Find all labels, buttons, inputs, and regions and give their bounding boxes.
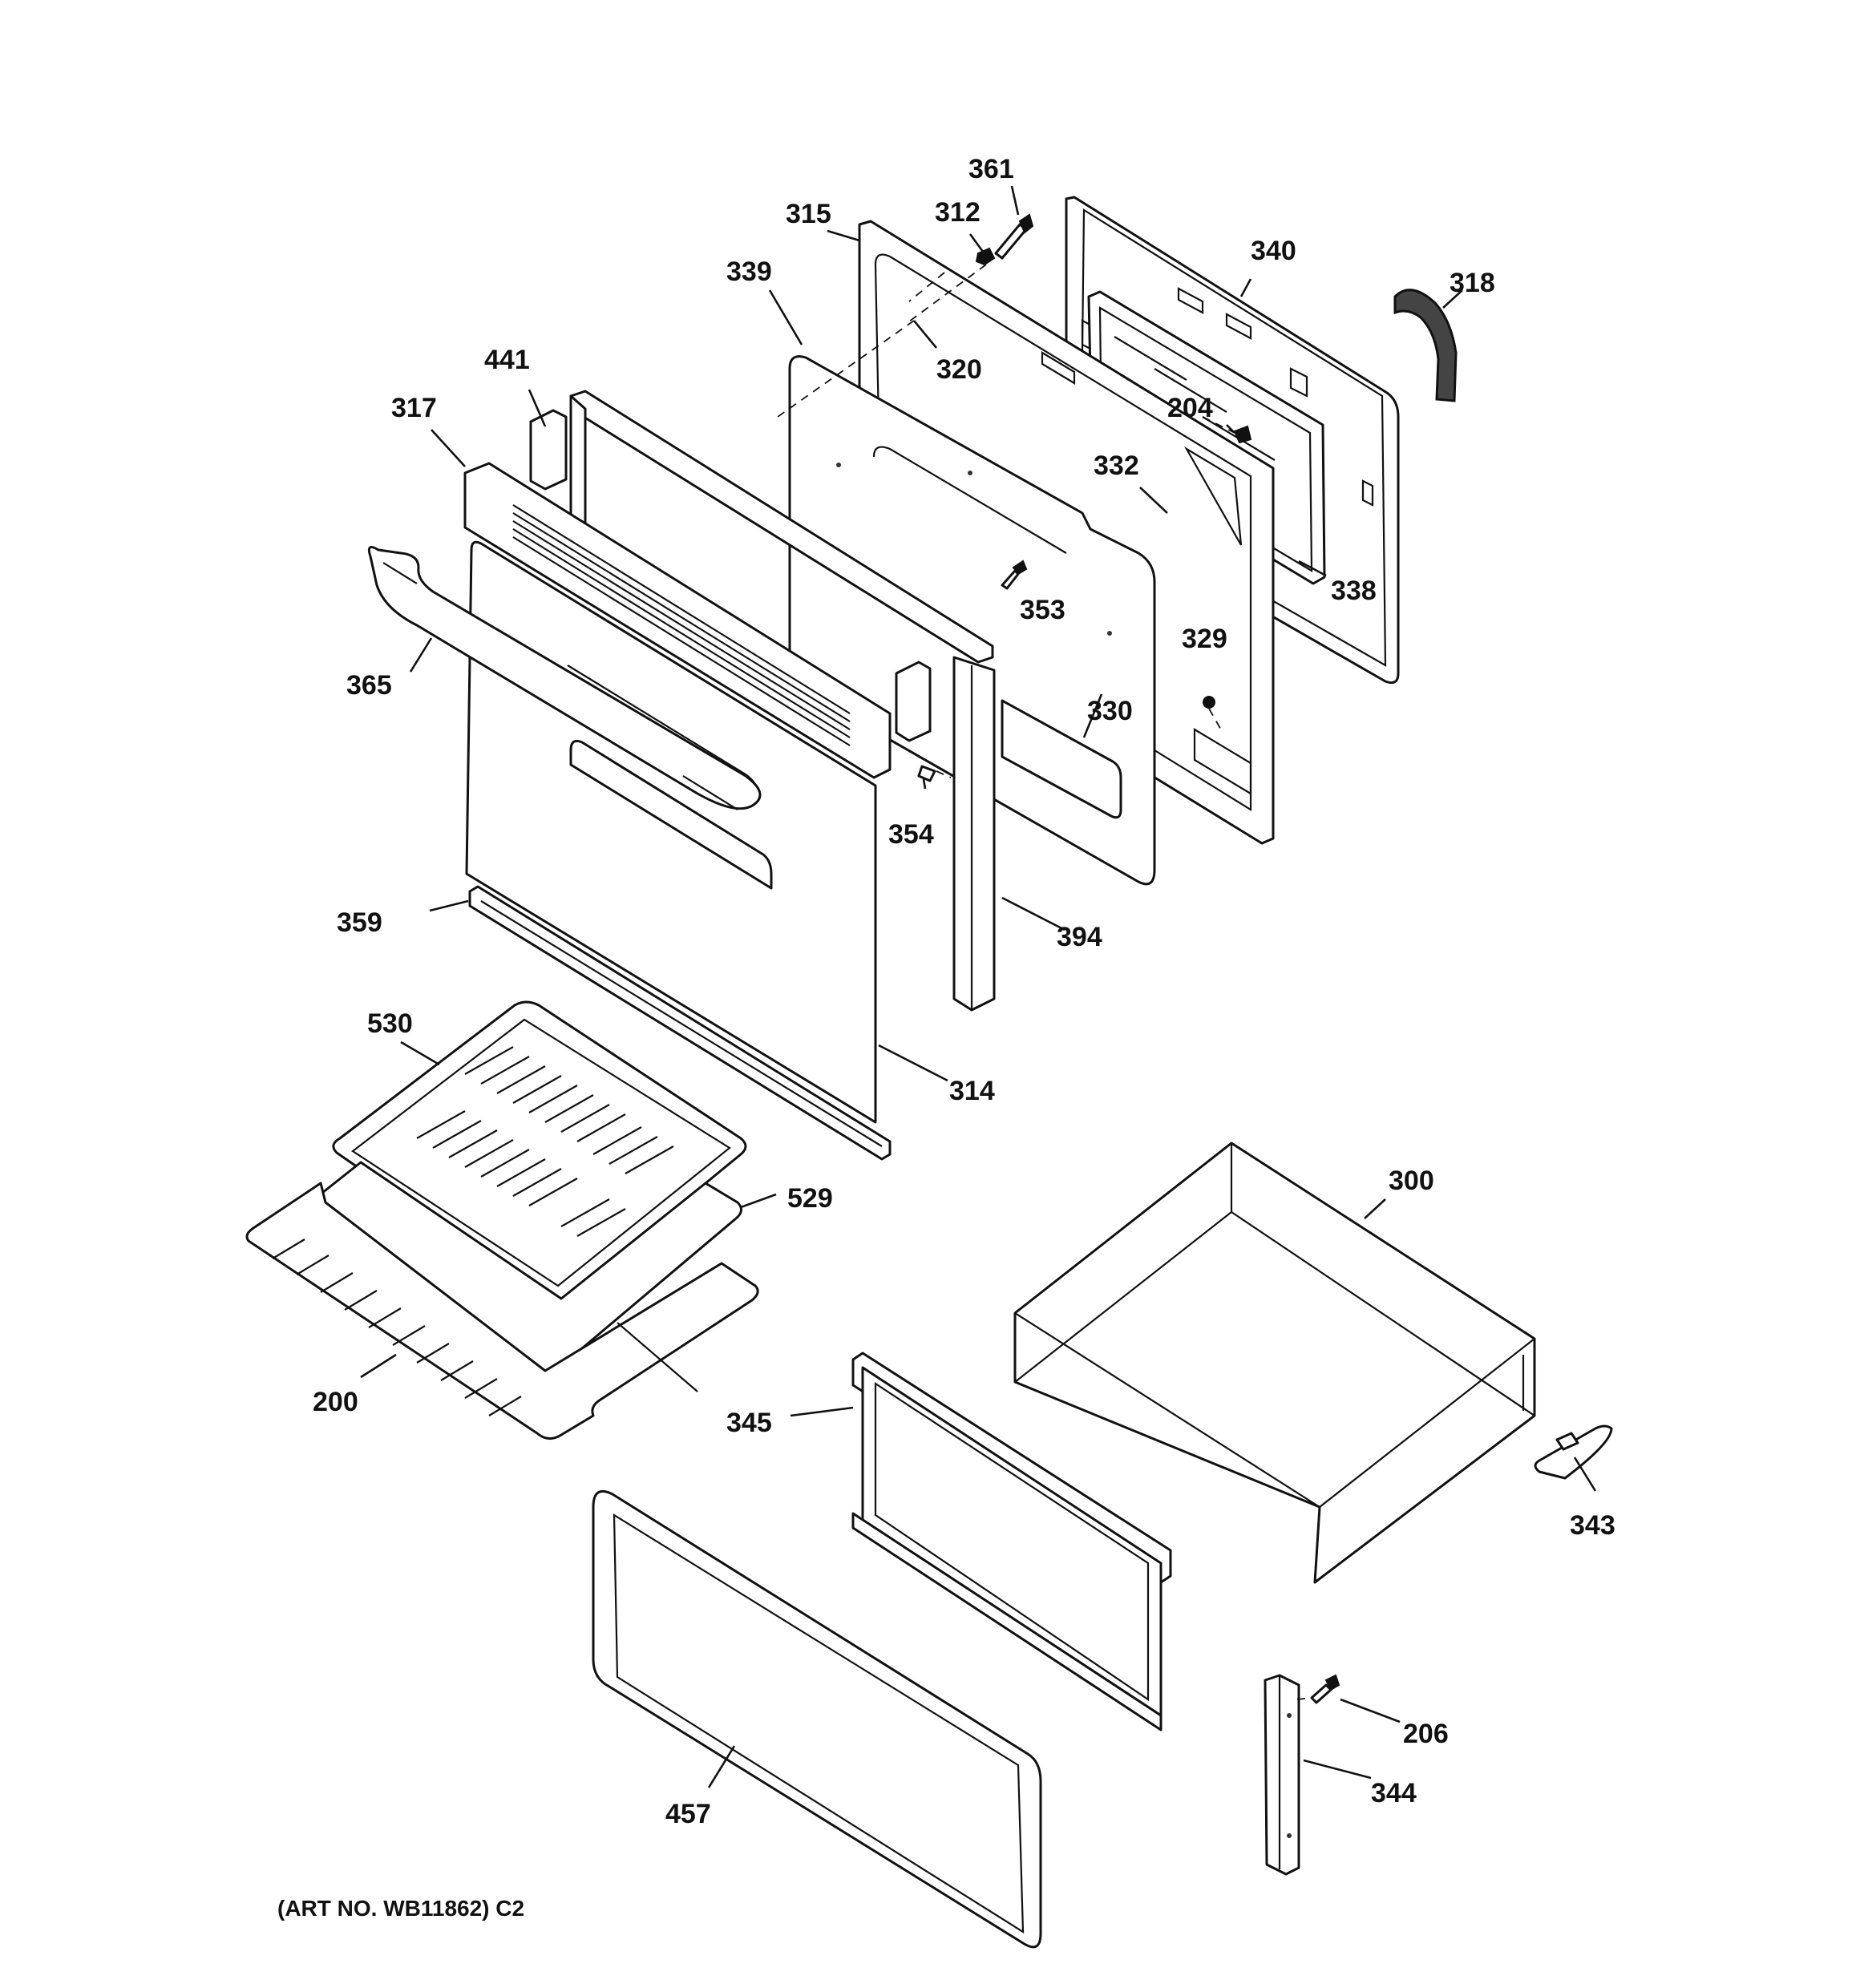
- label-320: 320: [936, 354, 982, 385]
- label-361: 361: [968, 154, 1014, 184]
- part-300-storage-drawer: [1013, 1141, 1536, 1584]
- label-359: 359: [337, 907, 382, 938]
- label-340: 340: [1251, 236, 1296, 266]
- part-457-drawer-front: [592, 1490, 1042, 1949]
- label-317: 317: [391, 393, 437, 423]
- label-314: 314: [949, 1076, 995, 1106]
- label-353: 353: [1020, 595, 1065, 625]
- label-315: 315: [786, 199, 831, 229]
- leader-lines: [360, 185, 1597, 1788]
- screw-206: [1310, 1674, 1340, 1704]
- label-339: 339: [726, 257, 772, 287]
- label-394: 394: [1057, 922, 1102, 952]
- label-330: 330: [1087, 696, 1133, 726]
- label-441: 441: [484, 345, 530, 375]
- label-318: 318: [1450, 268, 1495, 298]
- label-332: 332: [1094, 451, 1139, 481]
- label-329: 329: [1182, 624, 1227, 654]
- part-441-hinge-bracket: [529, 409, 932, 742]
- part-318-door-gasket: [1393, 289, 1458, 402]
- part-200-oven-rack: [245, 1182, 759, 1440]
- label-345: 345: [726, 1408, 772, 1438]
- label-529: 529: [787, 1183, 833, 1214]
- label-204: 204: [1167, 393, 1213, 423]
- label-530: 530: [367, 1008, 413, 1039]
- part-394-door-side-rail: [952, 656, 996, 1012]
- part-365-door-handle: [367, 545, 762, 810]
- label-206: 206: [1403, 1719, 1449, 1749]
- label-300: 300: [1389, 1166, 1434, 1196]
- screw-354: [917, 765, 952, 782]
- callout-labels: 361 312 315 340 318 339 320 441 204 317 …: [277, 154, 1615, 1921]
- screw-329: [1203, 696, 1223, 732]
- screw-204: [1202, 416, 1252, 444]
- label-200: 200: [313, 1387, 358, 1417]
- label-354: 354: [888, 819, 934, 850]
- label-365: 365: [346, 670, 392, 701]
- part-344-drawer-side-strip: [1264, 1674, 1300, 1876]
- part-345-drawer-front-liner: [851, 1352, 1172, 1731]
- broiler-slots: [416, 1046, 674, 1237]
- nut-312: [975, 247, 996, 266]
- part-343-drawer-glide: [1534, 1424, 1613, 1480]
- part-317-door-trim-vent: [463, 390, 994, 779]
- label-312: 312: [935, 197, 981, 228]
- label-338: 338: [1331, 576, 1377, 606]
- screw-361: [994, 213, 1034, 260]
- part-330-door-lower-strip: [1001, 699, 1122, 819]
- label-344: 344: [1371, 1778, 1417, 1808]
- part-359-door-bottom-trim: [468, 885, 892, 1161]
- screw-353: [1001, 560, 1028, 590]
- art-number: (ART NO. WB11862) C2: [277, 1896, 524, 1921]
- label-457: 457: [665, 1799, 711, 1829]
- label-343: 343: [1570, 1510, 1615, 1541]
